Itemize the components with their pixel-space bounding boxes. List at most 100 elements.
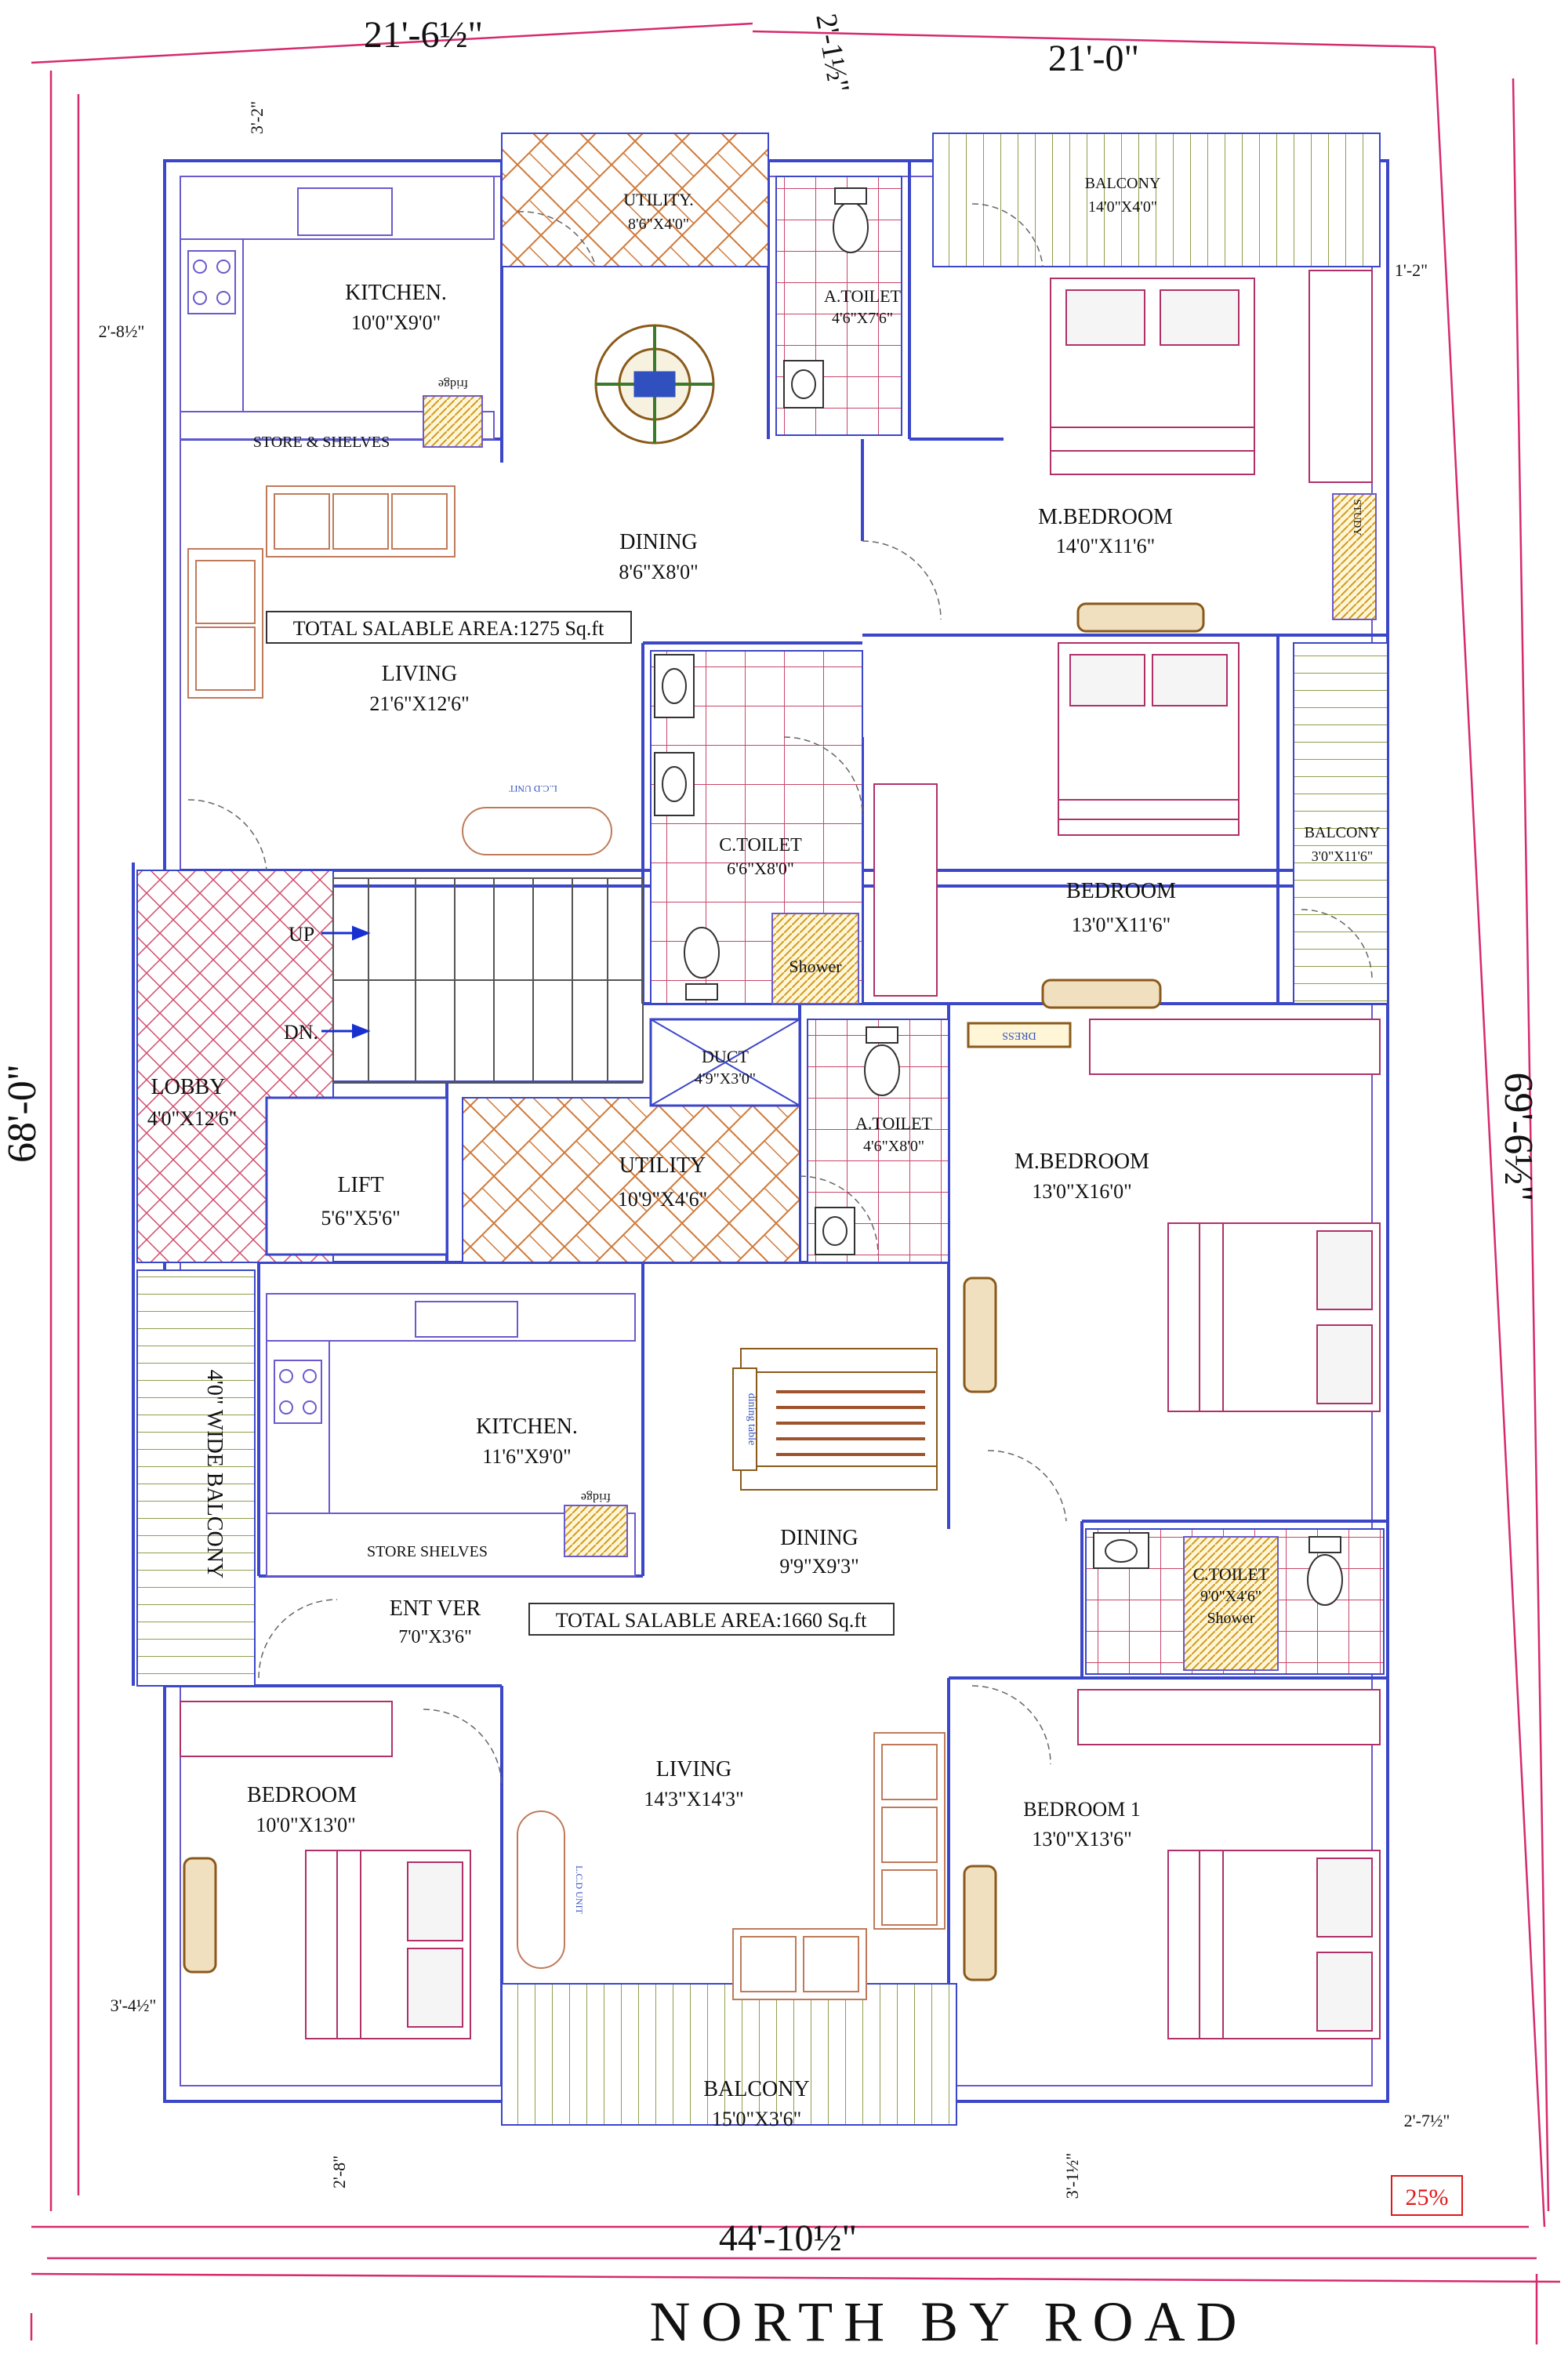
room-labels: UTILITY. 8'6"X4'0" BALCONY 14'0"X4'0" A.…: [147, 175, 1381, 2130]
balcony-right-size: 3'0"X11'6": [1312, 848, 1374, 864]
site-boundary: [30, 22, 1561, 2344]
utility-mid-name: UTILITY: [619, 1153, 706, 1178]
mbed-top-size: 14'0"X11'6": [1056, 535, 1155, 557]
misc-labels: TOTAL SALABLE AREA:1275 Sq.ft TOTAL SALA…: [202, 377, 1363, 1914]
dining-top-name: DINING: [619, 530, 698, 554]
shower-bottom: [1183, 1536, 1279, 1671]
kitchen-top-size: 10'0"X9'0": [351, 311, 441, 334]
lobby-size: 4'0"X12'6": [147, 1107, 237, 1130]
store-top-name: STORE & SHELVES: [253, 434, 390, 451]
study-desk: [1332, 493, 1377, 620]
mbed-mid-size: 13'0"X16'0": [1032, 1180, 1131, 1203]
balcony-bot-floor: [501, 1983, 957, 2126]
atoilet-mid-name: A.TOILET: [855, 1113, 933, 1133]
bedroom-top-name: BEDROOM: [1066, 879, 1176, 903]
ctoilet-bot-extra: Shower: [1207, 1610, 1254, 1627]
store-bot-name: STORE SHELVES: [367, 1543, 488, 1560]
bedroom-bot-size: 10'0"X13'0": [256, 1814, 355, 1836]
balcony-top-floor: [932, 133, 1381, 267]
atoilet-top-size: 4'6"X7'6": [832, 310, 893, 327]
dim-top-left: 21'-6½": [364, 14, 483, 56]
beds: [305, 278, 1381, 2039]
balcony-bot-name: BALCONY: [703, 2077, 809, 2101]
living-bot-name: LIVING: [656, 1757, 731, 1781]
lift-box: [265, 1096, 448, 1256]
dining-table-label: dining table: [746, 1393, 757, 1446]
dim-3-1half: 3'-1½": [1062, 2153, 1082, 2199]
lobby-name: LOBBY: [151, 1075, 226, 1099]
ctoilet-top-name: C.TOILET: [719, 835, 802, 855]
road-title: NORTH BY ROAD: [649, 2290, 1247, 2353]
staircase: [321, 877, 644, 1083]
entver-size: 7'0"X3'6": [398, 1627, 472, 1647]
sofas: [187, 485, 946, 2000]
duct-size: 4'9"X3'0": [695, 1070, 756, 1088]
dressers: [183, 602, 1205, 1981]
dimension-labels: 21'-6½" 2'-1½" 21'-0" 68'-0" 69'-6½" 44'…: [0, 11, 1541, 2259]
kitchen-top-name: KITCHEN.: [345, 281, 447, 305]
living-bot-size: 14'3"X14'3": [644, 1788, 743, 1810]
total-area-bottom: TOTAL SALABLE AREA:1660 Sq.ft: [556, 1609, 867, 1632]
bedroom-bot-name: BEDROOM: [247, 1783, 357, 1807]
dim-right: 69'-6½": [1496, 1073, 1541, 1202]
dim-3-2: 3'-2": [247, 101, 267, 134]
dim-2-8: 2'-8": [329, 2155, 349, 2188]
utility-top-name: UTILITY.: [623, 190, 693, 209]
balcony-top-size: 14'0"X4'0": [1088, 198, 1157, 216]
ctoilet-bot-size: 9'0"X4'6": [1200, 1588, 1261, 1605]
lift-name: LIFT: [337, 1173, 383, 1197]
wide-balcony-label: 4'0" WIDE BALCONY: [202, 1370, 227, 1578]
total-area-top: TOTAL SALABLE AREA:1275 Sq.ft: [293, 617, 604, 640]
utility-top-floor: [501, 133, 769, 267]
entver-name: ENT VER: [390, 1596, 481, 1621]
living-top-name: LIVING: [382, 662, 457, 686]
kitchen-bot-size: 11'6"X9'0": [482, 1445, 571, 1468]
balcony-right-floor: [1293, 642, 1388, 1004]
utility-mid-size: 10'9"X4'6": [618, 1188, 707, 1211]
shower-label: Shower: [789, 957, 842, 976]
balcony-bot-size: 15'0"X3'6": [712, 2108, 801, 2130]
bedroom1-size: 13'0"X13'6": [1032, 1828, 1131, 1850]
fridge-bottom: [564, 1505, 628, 1557]
dress-label: DRESS: [1002, 1030, 1036, 1041]
dim-1-2: 1'-2": [1395, 260, 1428, 280]
dim-top-right: 21'-0": [1048, 38, 1139, 79]
mbed-mid-name: M.BEDROOM: [1014, 1149, 1149, 1174]
utility-mid-floor: [462, 1097, 800, 1263]
duct-name: DUCT: [702, 1047, 749, 1066]
atoilet-top-name: A.TOILET: [824, 286, 902, 306]
dim-bottom: 44'-10½": [719, 2217, 857, 2259]
dim-left: 68'-0": [0, 1064, 45, 1163]
balcony-top-name: BALCONY: [1085, 175, 1161, 192]
dining-bot-size: 9'9"X9'3": [779, 1555, 858, 1578]
dim-top-mid: 2'-1½": [809, 11, 855, 95]
dining-top-size: 8'6"X8'0": [619, 561, 698, 583]
study-label: STUDY: [1351, 499, 1363, 536]
kitchen-bot-name: KITCHEN.: [476, 1415, 578, 1439]
dn-label: DN.: [284, 1021, 318, 1044]
balcony-right-name: BALCONY: [1305, 824, 1381, 841]
doors: [187, 203, 1373, 1789]
ctoilet-top-size: 6'6"X8'0": [727, 859, 794, 878]
bedroom1-name: BEDROOM 1: [1023, 1798, 1141, 1821]
shower-top: [771, 913, 859, 1004]
fridge-top: [423, 395, 483, 448]
atoilet-mid-size: 4'6"X8'0": [863, 1138, 924, 1155]
mbed-top-name: M.BEDROOM: [1038, 505, 1173, 529]
dining-table-rect: [732, 1348, 938, 1491]
scale-badge: 25%: [1406, 2184, 1449, 2210]
dim-2-8half: 2'-8½": [99, 321, 145, 341]
fridge-top-label: fridge: [438, 377, 468, 390]
wardrobes: [180, 270, 1381, 1757]
dining-bot-name: DINING: [780, 1526, 858, 1550]
dim-3-4half: 3'-4½": [111, 1996, 157, 2015]
dim-2-7half: 2'-7½": [1404, 2111, 1450, 2130]
wide-balcony-floor: [136, 1269, 256, 1687]
lcd-bottom-label: L.C.D UNIT: [574, 1865, 585, 1914]
scale-badge-box: [1391, 2175, 1463, 2216]
lcd-top-label: L.C.D UNIT: [509, 783, 557, 794]
lift-size: 5'6"X5'6": [321, 1207, 400, 1229]
toilet-fixtures: [654, 187, 1343, 1606]
bedroom-top-size: 13'0"X11'6": [1072, 913, 1171, 936]
utility-top-size: 8'6"X4'0": [628, 216, 689, 233]
